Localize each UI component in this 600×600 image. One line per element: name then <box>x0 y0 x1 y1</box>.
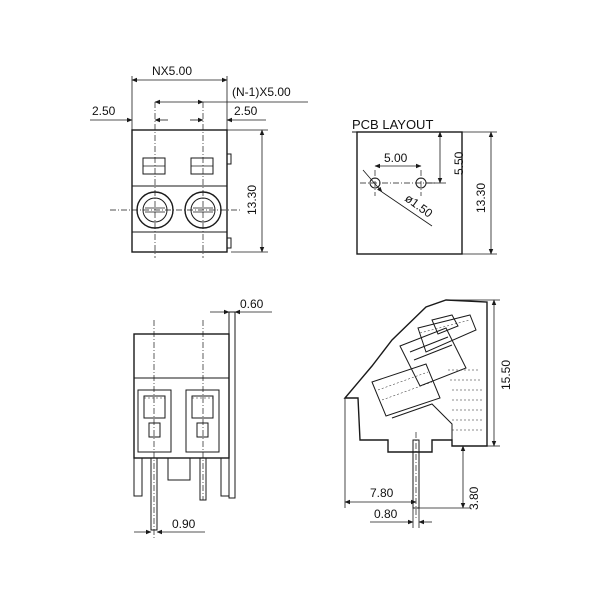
pcb-layout-view: PCB LAYOUT 5.00 5.50 13.30 ø1.50 <box>352 117 497 255</box>
pitch-label: NX5.00 <box>152 64 192 78</box>
front-height-label: 13.30 <box>245 185 259 215</box>
side-depth-label: 7.80 <box>370 486 394 500</box>
span-label: (N-1)X5.00 <box>232 85 291 99</box>
pin-length-label: 3.80 <box>467 486 481 510</box>
margin-right-label: 2.50 <box>234 104 258 118</box>
pcb-height-label: 13.30 <box>474 183 488 213</box>
hole-diameter-label: ø1.50 <box>402 191 435 221</box>
pcb-offset-label: 5.50 <box>452 151 466 175</box>
front-view: NX5.00 (N-1)X5.00 2.50 2.50 13.30 <box>90 64 308 258</box>
cavity-left <box>137 389 172 453</box>
pcb-pitch-label: 5.00 <box>384 151 408 165</box>
plate-thickness-label: 0.60 <box>240 297 264 311</box>
cavity-right <box>185 389 220 453</box>
rear-view: 0.60 0.90 <box>133 297 272 540</box>
side-height-label: 15.50 <box>499 360 513 390</box>
pin-width-label: 0.90 <box>172 517 196 531</box>
margin-left-label: 2.50 <box>92 104 116 118</box>
side-view: 15.50 7.80 0.80 3.80 <box>343 299 513 528</box>
pin-offset-label: 0.80 <box>374 507 398 521</box>
pcb-layout-title: PCB LAYOUT <box>352 117 433 132</box>
